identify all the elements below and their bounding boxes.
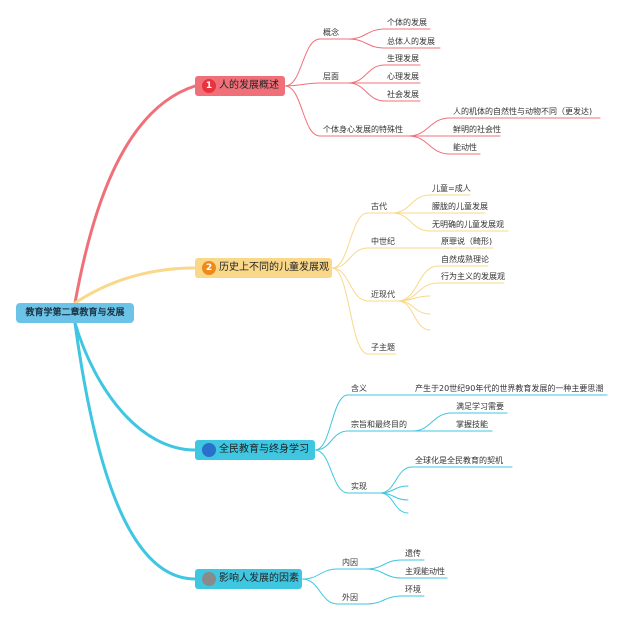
topic-social[interactable]: 社会发展: [387, 90, 419, 99]
topic-child-equals-adult[interactable]: 儿童=成人: [432, 184, 471, 193]
root-topic[interactable]: 教育学第二章教育与发展: [16, 303, 134, 323]
root-link-1: [73, 84, 197, 305]
topic-initiative[interactable]: 能动性: [453, 143, 477, 152]
branch-factors-influencing-development[interactable]: 影响人发展的因素: [195, 569, 302, 589]
link-child-adult: [391, 194, 471, 214]
link-maturation: [397, 265, 489, 302]
link-heredity: [365, 559, 425, 570]
topic-subtopic[interactable]: 子主题: [371, 343, 395, 352]
link-globalization: [379, 466, 513, 494]
root-link-3: [73, 321, 197, 452]
branch-historical-child-development-views[interactable]: 2 历史上不同的儿童发展观: [195, 258, 332, 278]
topic-behaviorism[interactable]: 行为主义的发展观: [441, 272, 505, 281]
number-3-badge-icon: [202, 443, 216, 457]
topic-psychological[interactable]: 心理发展: [387, 72, 419, 81]
topic-heredity[interactable]: 遗传: [405, 549, 421, 558]
topic-no-clear-view[interactable]: 无明确的儿童发展观: [432, 220, 504, 229]
topic-particularity[interactable]: 个体身心发展的特殊性: [323, 125, 403, 134]
link-social: [347, 82, 421, 102]
link-concept: [284, 38, 349, 87]
topic-original-sin[interactable]: 原罪说（畸形): [441, 237, 493, 246]
topic-learning-needs[interactable]: 满足学习需要: [456, 402, 504, 411]
branch-label: 全民教育与终身学习: [219, 444, 309, 455]
topic-sociality[interactable]: 鲜明的社会性: [453, 125, 501, 134]
link-environment: [365, 595, 425, 605]
number-1-badge-icon: 1: [202, 79, 216, 93]
link-modern: [331, 267, 399, 302]
link-subjective: [365, 568, 448, 579]
branch-human-development-overview[interactable]: 1 人的发展概述: [195, 76, 285, 96]
link-learning-needs: [411, 412, 508, 432]
topic-internal[interactable]: 内因: [342, 558, 358, 567]
topic-purpose[interactable]: 宗旨和最终目的: [351, 420, 407, 429]
topic-subjective-initiative[interactable]: 主观能动性: [405, 567, 445, 576]
topic-maturation-theory[interactable]: 自然成熟理论: [441, 255, 489, 264]
link-collective: [347, 38, 441, 49]
branch-label: 人的发展概述: [219, 80, 279, 91]
topic-meaning[interactable]: 含义: [351, 384, 367, 393]
topic-globalization[interactable]: 全球化是全民教育的契机: [415, 456, 503, 465]
link-realization: [314, 449, 381, 494]
topic-middle-ages[interactable]: 中世纪: [371, 237, 395, 246]
link-no-clear-view: [391, 212, 509, 232]
branch-label: 历史上不同的儿童发展观: [219, 262, 329, 273]
topic-environment[interactable]: 环境: [405, 585, 421, 594]
topic-collective-development[interactable]: 总体人的发展: [387, 37, 435, 46]
link-physiological: [347, 64, 421, 84]
number-2-badge-icon: 2: [202, 261, 216, 275]
topic-external[interactable]: 外因: [342, 593, 358, 602]
link-natural-body: [407, 117, 601, 137]
link-ancient: [331, 212, 393, 269]
topic-physiological[interactable]: 生理发展: [387, 54, 419, 63]
link-empty-3: [397, 300, 431, 331]
topic-individual-development[interactable]: 个体的发展: [387, 18, 427, 27]
branch-education-for-all-lifelong-learning[interactable]: 全民教育与终身学习: [195, 440, 315, 460]
link-middle-ages: [331, 247, 399, 269]
topic-levels[interactable]: 层面: [323, 72, 339, 81]
link-external: [301, 578, 367, 605]
link-initiative: [407, 135, 481, 155]
link-individual: [347, 28, 431, 40]
topic-realization[interactable]: 实现: [351, 482, 367, 491]
topic-master-skills[interactable]: 掌握技能: [456, 420, 488, 429]
topic-1990s-trend[interactable]: 产生于20世纪90年代的世界教育发展的一种主要思潮: [415, 384, 604, 393]
root-link-2: [73, 266, 197, 305]
link-purpose: [314, 430, 413, 451]
topic-ancient[interactable]: 古代: [371, 202, 387, 211]
topic-concept[interactable]: 概念: [323, 28, 339, 37]
root-link-4: [73, 321, 197, 581]
number-4-badge-icon: [202, 572, 216, 586]
branch-label: 影响人发展的因素: [219, 573, 299, 584]
link-empty-2: [397, 300, 431, 315]
link-levels: [284, 82, 349, 87]
link-subtopic: [331, 267, 397, 355]
topic-natural-body[interactable]: 人的机体的自然性与动物不同（更发达): [453, 107, 593, 116]
link-particularity: [284, 85, 409, 137]
link-internal: [301, 568, 367, 580]
topic-vague-development[interactable]: 朦胧的儿童发展: [432, 202, 488, 211]
link-meaning: [314, 394, 381, 451]
link-empty-6: [379, 492, 409, 514]
topic-modern[interactable]: 近现代: [371, 290, 395, 299]
